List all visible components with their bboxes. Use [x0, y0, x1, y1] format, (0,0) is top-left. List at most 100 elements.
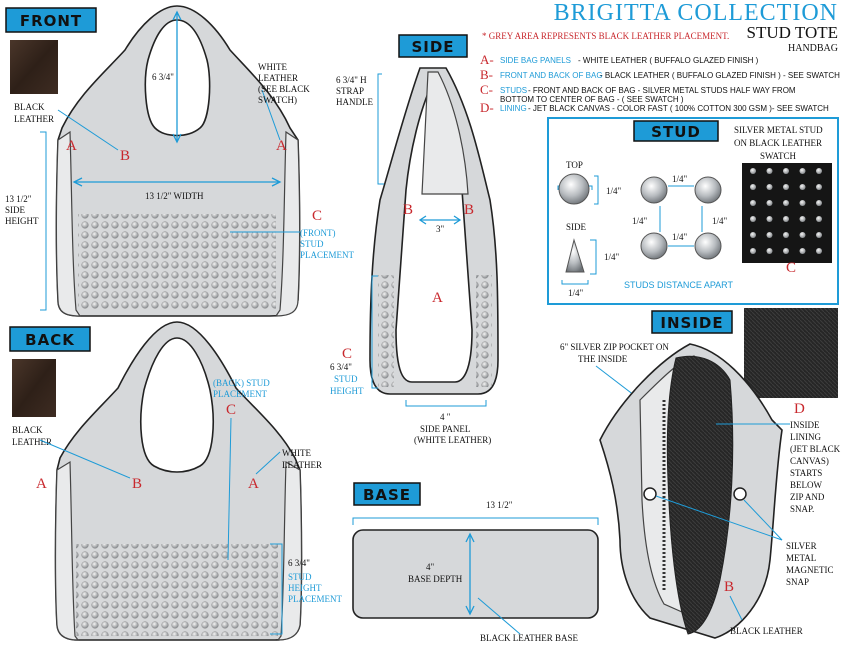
strap-height: STRAP	[336, 86, 364, 96]
front-black-leather-label: LEATHER	[14, 114, 54, 124]
side-stud-height-bracket	[371, 275, 378, 389]
strap-height: 6 3/4" H	[336, 75, 367, 85]
back-leader-white	[255, 451, 281, 475]
stud-top-dim-v: 1/4"	[606, 186, 622, 196]
stud-swatch-label: SWATCH	[760, 151, 797, 161]
base-leader	[477, 597, 521, 635]
side-label-box	[398, 34, 468, 58]
front-handle-height-arrows	[172, 10, 182, 144]
back-stud-placement: PLACEMENT	[213, 389, 268, 399]
inside-snap-leader-2	[743, 499, 783, 541]
inside-snap-label: SILVER	[786, 541, 817, 551]
back-side-panel-right	[276, 460, 303, 641]
base-panel	[352, 529, 599, 619]
base-material: BLACK LEATHER BASE	[480, 633, 579, 643]
front-marker-b: B	[120, 148, 130, 164]
back-marker-a-right: A	[248, 476, 259, 492]
magnetic-snap-right	[733, 487, 747, 501]
legend-key: D-	[480, 100, 494, 115]
front-side-height-bracket	[40, 131, 47, 311]
front-handle-height: 6 3/4"	[152, 72, 174, 82]
product-name: STUD TOTE	[747, 23, 838, 42]
black-leather-swatch	[10, 40, 58, 94]
product-category: HANDBAG	[788, 43, 838, 54]
base-depth: 4"	[426, 562, 435, 572]
stud-distance-label: STUDS DISTANCE APART	[624, 280, 734, 290]
stud-label-box	[633, 120, 719, 142]
front-white-leather: WHITE	[258, 62, 287, 72]
side-panel-width-bracket	[405, 400, 487, 407]
side-stud-height: HEIGHT	[330, 386, 364, 396]
back-label: BACK	[25, 331, 75, 349]
side-marker-b-right: B	[464, 202, 474, 218]
back-white-leather: WHITE	[282, 448, 311, 458]
side-panel-label: SIDE PANEL	[420, 424, 470, 434]
side-panel-label: (WHITE LEATHER)	[414, 435, 491, 445]
stud-spacing-4	[694, 232, 722, 260]
base-width: 13 1/2"	[486, 500, 513, 510]
strap-width-arrows	[418, 215, 462, 225]
inside-lining-label: ZIP AND	[790, 492, 825, 502]
legend-key: B-	[480, 67, 493, 82]
back-stud-height: PLACEMENT	[288, 594, 343, 604]
stud-gap-h2: 1/4"	[672, 232, 688, 242]
legend-name: STUDS	[500, 86, 527, 95]
back-stud-height-bracket	[270, 543, 283, 635]
front-side-height: SIDE	[5, 205, 26, 215]
strap-height: HANDLE	[336, 97, 373, 107]
stud-label: STUD	[651, 123, 701, 141]
stud-marker-c: C	[786, 260, 796, 276]
stud-gap-v: 1/4"	[632, 216, 648, 226]
legend-desc: - JET BLACK CANVAS - COLOR FAST ( 100% C…	[528, 104, 829, 113]
front-side-height: 13 1/2"	[5, 194, 32, 204]
side-strap	[421, 71, 469, 195]
front-stud-area	[78, 214, 276, 310]
back-black-leather-label: LEATHER	[12, 437, 52, 447]
back-marker-c: C	[226, 402, 236, 418]
inside-label-box	[651, 310, 733, 334]
stud-spacing-3	[640, 232, 668, 260]
stud-top-label: TOP	[566, 160, 583, 170]
inside-marker-b: B	[724, 579, 734, 595]
material-legend: A- SIDE BAG PANELS - WHITE LEATHER ( BUF…	[480, 52, 840, 115]
back-handle-opening	[140, 337, 214, 473]
inside-lining-label: BELOW	[790, 480, 822, 490]
strap-width: 3"	[436, 224, 445, 234]
inside-lining-label: (JET BLACK	[790, 444, 841, 454]
stud-swatch-grid	[742, 163, 832, 263]
legend-desc: - BLACK LEATHER ( BUFFALO GLAZED FINISH …	[600, 71, 840, 80]
placement-note: * GREY AREA REPRESENTS BLACK LEATHER PLA…	[482, 31, 729, 41]
front-marker-a-right: A	[276, 138, 287, 154]
stud-detail: STUD SILVER METAL STUD ON BLACK LEATHER …	[547, 117, 839, 305]
front-stud-placement: (FRONT)	[300, 228, 336, 238]
inside-lining	[666, 355, 734, 635]
collection-title: BRIGITTA COLLECTION	[554, 0, 838, 26]
inside-view: INSIDE 6" SILVER ZIP POCKET ON THE INSID…	[560, 308, 841, 639]
back-white-leather: LEATHER	[282, 460, 322, 470]
front-leader-white	[261, 89, 281, 141]
front-white-leather: (SEE BLACK	[258, 84, 310, 94]
inside-label: INSIDE	[660, 314, 723, 332]
front-white-leather: SWATCH)	[258, 95, 297, 105]
legend-name: FRONT AND BACK OF BAG	[500, 71, 603, 80]
front-stud-placement: PLACEMENT	[300, 250, 355, 260]
legend-key: A-	[480, 52, 494, 67]
stud-side-dim: 1/4"	[604, 252, 620, 262]
stud-side-dim-bracket-h	[561, 280, 589, 285]
stud-spacing-2	[694, 176, 722, 204]
stud-swatch-label: SILVER METAL STUD	[734, 125, 823, 135]
back-stud-height-value: 6 3/4"	[288, 558, 310, 568]
back-stud-area	[76, 544, 278, 636]
stud-side-label: SIDE	[566, 222, 587, 232]
magnetic-snap-left	[643, 487, 657, 501]
back-black-leather-label: BLACK	[12, 425, 43, 435]
stud-side-view	[565, 238, 585, 273]
back-leader-black	[39, 439, 131, 479]
legend-desc: - WHITE LEATHER ( BUFFALO GLAZED FINISH …	[578, 56, 759, 65]
side-marker-c: C	[342, 346, 352, 362]
back-leader-stud	[227, 417, 232, 561]
base-label-box	[353, 482, 421, 506]
front-white-leather: LEATHER	[258, 73, 298, 83]
inside-marker-d: D	[794, 401, 805, 417]
